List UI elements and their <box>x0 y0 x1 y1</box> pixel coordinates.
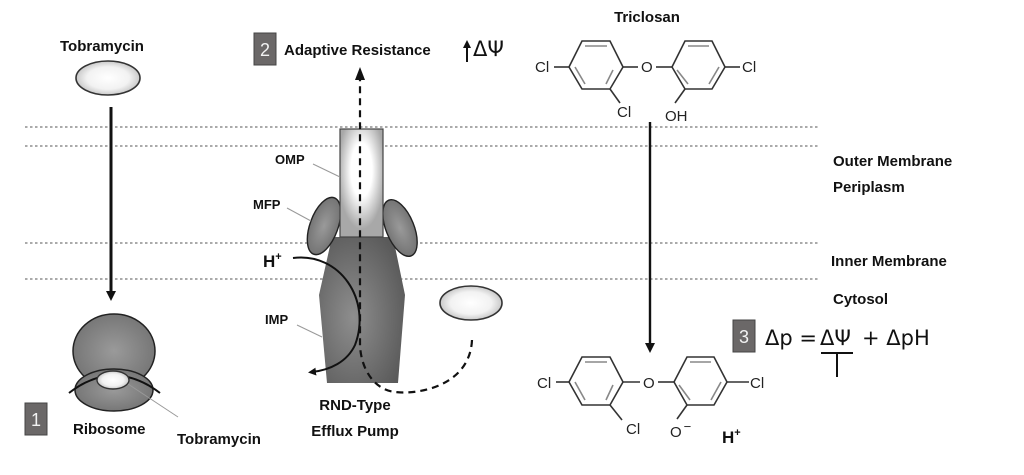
proton-flow-arrow <box>292 256 361 376</box>
anion-o-minus: O− <box>670 419 691 441</box>
triclosan-structure <box>554 40 740 104</box>
anion-ether-o: O <box>643 375 655 392</box>
bound-tobramycin-leader <box>127 383 179 418</box>
anion-cl-left: Cl <box>537 375 551 392</box>
imp-label: IMP <box>265 312 288 327</box>
tobramycin-top-label: Tobramycin <box>60 38 144 55</box>
delta-psi-symbol: ΔΨ <box>473 37 504 61</box>
triclosan-oh: OH <box>665 108 688 125</box>
bound-tobramycin <box>96 370 130 390</box>
panel-2-number: 2 <box>260 40 270 60</box>
mfp-label: MFP <box>253 197 281 212</box>
triclosan-ether-o: O <box>641 59 653 76</box>
adaptive-resistance-title: Adaptive Resistance <box>284 42 431 59</box>
triclosan-anion-structure <box>556 356 749 421</box>
released-proton-label: H+ <box>722 427 741 447</box>
cytosol-label: Cytosol <box>833 291 888 308</box>
panel-2-number-box <box>253 32 277 66</box>
imp-leader <box>296 324 323 338</box>
panel-1-tobramycin: Tobramycin 1 Ribosome Tobramycin <box>24 38 261 448</box>
inner-membrane-label: Inner Membrane <box>831 253 947 270</box>
bound-tobramycin-label: Tobramycin <box>177 431 261 448</box>
rnd-pump-label-line-2: Efflux Pump <box>311 423 399 440</box>
outer-membrane-label: Outer Membrane <box>833 153 952 170</box>
omp-leader <box>312 163 341 178</box>
mfp-leader <box>286 207 312 222</box>
omp-label: OMP <box>275 152 305 167</box>
efflux-path-dashed <box>358 76 474 394</box>
membrane-lines <box>25 126 818 280</box>
triclosan-cl-left: Cl <box>535 59 549 76</box>
triclosan-cl-right: Cl <box>742 59 756 76</box>
rnd-pump-label-line-1: RND-Type <box>319 397 390 414</box>
ribosome-label: Ribosome <box>73 421 146 438</box>
periplasm-label: Periplasm <box>833 179 905 196</box>
imp-inner-membrane-protein <box>319 237 405 383</box>
panel-2-efflux-pump: 2 Adaptive Resistance ΔΨ OMP MFP IMP H+ … <box>253 32 504 440</box>
panel-3-number: 3 <box>739 327 749 347</box>
panel-1-number: 1 <box>31 410 41 430</box>
equation-delta-psi: ΔΨ <box>820 326 851 350</box>
panel-1-number-box <box>24 402 48 436</box>
tobramycin-molecule <box>75 60 141 96</box>
panel-3-triclosan: Triclosan Cl O Cl Cl OH <box>535 9 930 447</box>
triclosan-cl-ortho: Cl <box>617 104 631 121</box>
pump-proton-label: H+ <box>263 251 282 271</box>
equation-lhs: Δp = <box>765 326 817 350</box>
anion-cl-right: Cl <box>750 375 764 392</box>
mfp-right <box>382 198 418 258</box>
triclosan-label: Triclosan <box>614 9 680 26</box>
omp-outer-membrane-protein <box>339 128 384 238</box>
region-labels: Outer Membrane Periplasm Inner Membrane … <box>831 153 952 308</box>
equation-rhs: + ΔpH <box>862 326 930 350</box>
anion-cl-ortho: Cl <box>626 421 640 438</box>
substrate-molecule <box>439 285 503 321</box>
efflux-arrow-head <box>355 67 365 80</box>
panel-3-number-box <box>732 319 756 353</box>
